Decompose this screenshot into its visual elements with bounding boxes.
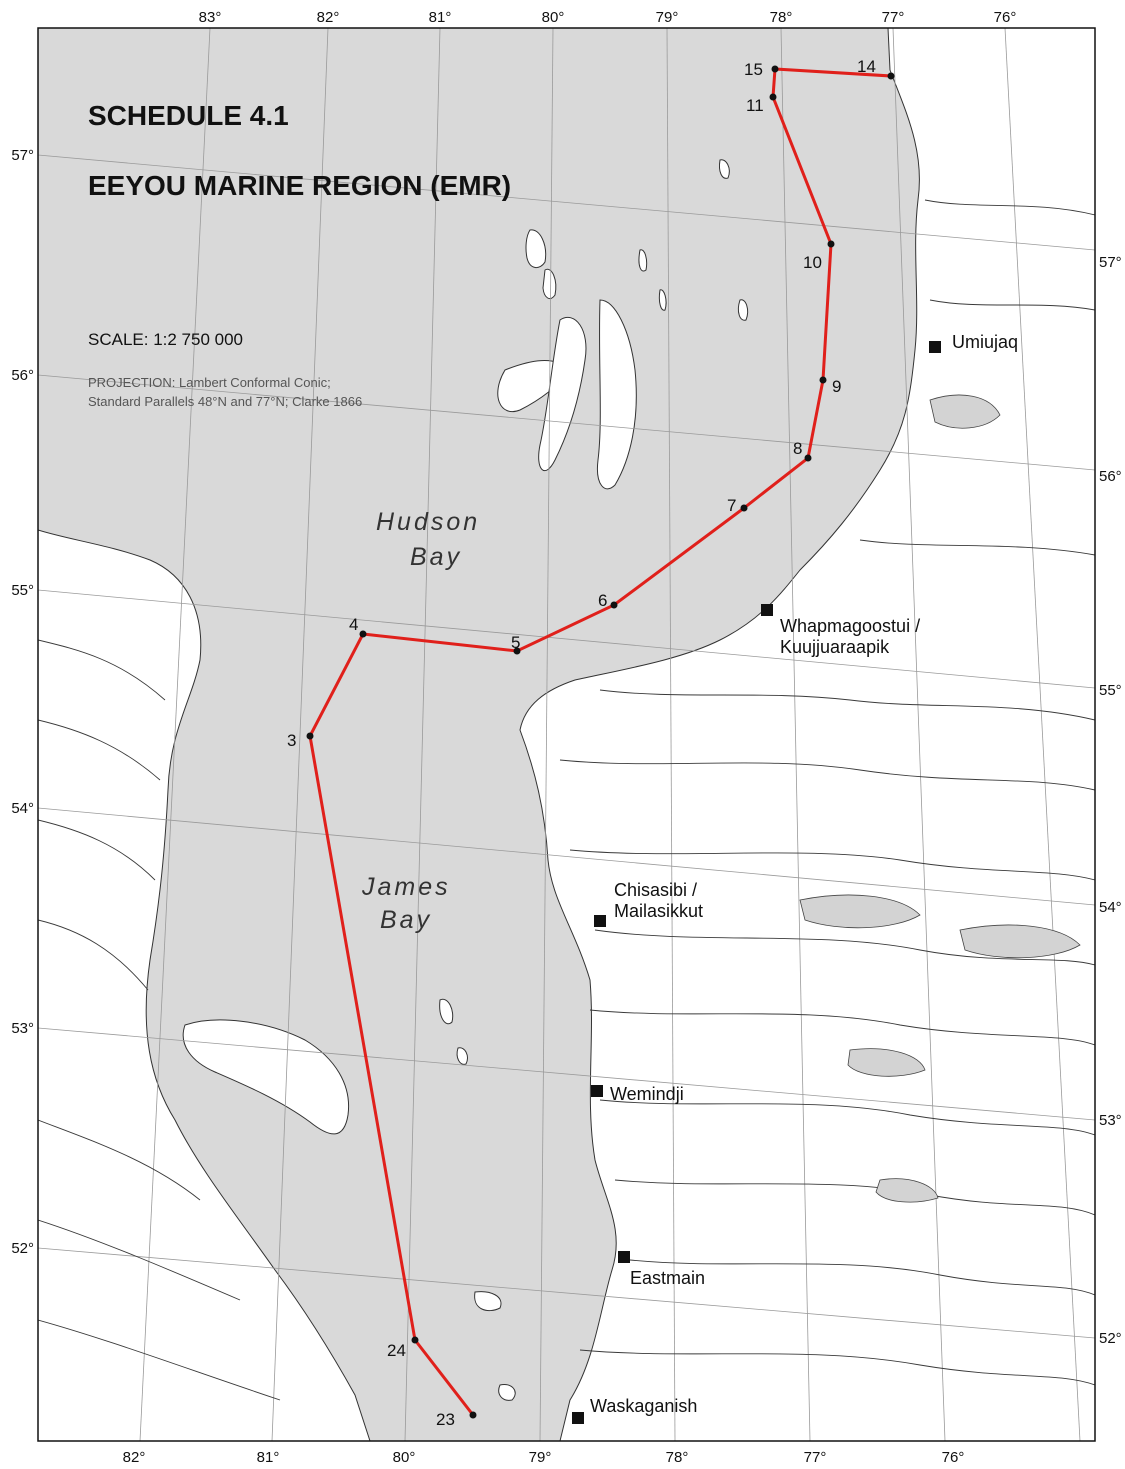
hudson-label: Hudson xyxy=(376,508,480,536)
boundary-point-14 xyxy=(887,72,895,80)
right-tick-2: 55° xyxy=(1099,682,1122,699)
boundary-point-11 xyxy=(769,93,777,101)
projection-line-1: PROJECTION: Lambert Conformal Conic; xyxy=(88,375,331,390)
community-label-waskaganish: Waskaganish xyxy=(590,1396,697,1416)
bottom-tick-0: 82° xyxy=(123,1449,146,1466)
community-marker-chisasibi xyxy=(594,915,606,927)
boundary-point-label-24: 24 xyxy=(387,1341,406,1360)
projection-line-2: Standard Parallels 48°N and 77°N; Clarke… xyxy=(88,394,362,409)
community-label-whapmagoostui: Whapmagoostui / xyxy=(780,616,920,636)
james-label: James xyxy=(361,873,451,901)
boundary-point-label-11: 11 xyxy=(746,96,764,115)
graticule xyxy=(38,28,1095,1441)
bottom-tick-6: 76° xyxy=(942,1449,965,1466)
top-tick-1: 82° xyxy=(317,9,340,26)
community-label-chisasibi-line2: Mailasikkut xyxy=(614,901,703,921)
community-label-whapmagoostui-line2: Kuujjuaraapik xyxy=(780,637,890,657)
top-tick-0: 83° xyxy=(199,9,222,26)
boundary-point-label-6: 6 xyxy=(598,591,607,610)
boundary-point-label-8: 8 xyxy=(793,439,802,458)
left-tick-0: 57° xyxy=(11,147,34,164)
boundary-point-8 xyxy=(804,454,812,462)
community-label-chisasibi: Chisasibi / xyxy=(614,880,697,900)
top-tick-4: 79° xyxy=(656,9,679,26)
bottom-tick-labels: 82° 81° 80° 79° 78° 77° 76° xyxy=(123,1449,965,1466)
bottom-tick-3: 79° xyxy=(529,1449,552,1466)
akimiski-island xyxy=(182,1019,350,1135)
bottom-tick-4: 78° xyxy=(666,1449,689,1466)
boundary-point-label-10: 10 xyxy=(803,253,822,272)
top-tick-labels: 83° 82° 81° 80° 79° 78° 77° 76° xyxy=(199,9,1017,26)
rivers xyxy=(38,199,1095,1401)
community-marker-waskaganish xyxy=(572,1412,584,1424)
boundary-point-label-3: 3 xyxy=(287,731,296,750)
james-bay-label: Bay xyxy=(380,906,432,934)
map-subtitle: EEYOU MARINE REGION (EMR) xyxy=(88,170,511,201)
boundary-point-4 xyxy=(359,630,367,638)
boundary-point-6 xyxy=(610,601,618,609)
right-tick-4: 53° xyxy=(1099,1112,1122,1129)
boundary-point-label-15: 15 xyxy=(744,60,763,79)
boundary-point-label-5: 5 xyxy=(511,633,520,652)
left-tick-1: 56° xyxy=(11,367,34,384)
left-tick-5: 52° xyxy=(11,1240,34,1257)
top-tick-7: 76° xyxy=(994,9,1017,26)
boundary-point-label-23: 23 xyxy=(436,1410,455,1429)
belcher-islands xyxy=(497,159,749,490)
boundary-point-5 xyxy=(513,647,521,655)
left-tick-3: 54° xyxy=(11,800,34,817)
boundary-point-15 xyxy=(771,65,779,73)
community-label-umiujaq: Umiujaq xyxy=(952,332,1018,352)
hudson-bay-label: Bay xyxy=(410,543,462,571)
boundary-point-label-4: 4 xyxy=(349,615,358,634)
right-tick-labels: 57° 56° 55° 54° 53° 52° xyxy=(1099,254,1122,1347)
left-tick-2: 55° xyxy=(11,582,34,599)
right-tick-3: 54° xyxy=(1099,899,1122,916)
community-marker-umiujaq xyxy=(929,341,941,353)
top-tick-2: 81° xyxy=(429,9,452,26)
right-tick-0: 57° xyxy=(1099,254,1122,271)
boundary-point-7 xyxy=(740,504,748,512)
community-marker-whapmagoostui xyxy=(761,604,773,616)
community-label-eastmain: Eastmain xyxy=(630,1268,705,1288)
map-frame xyxy=(37,27,1096,1442)
map-title: SCHEDULE 4.1 xyxy=(88,100,289,131)
boundary-point-24 xyxy=(411,1336,419,1344)
boundary-point-10 xyxy=(827,240,835,248)
boundary-point-label-9: 9 xyxy=(832,377,841,396)
boundary-point-3 xyxy=(306,732,314,740)
community-marker-wemindji xyxy=(591,1085,603,1097)
west-shore-land xyxy=(38,529,371,1441)
left-tick-labels: 57° 56° 55° 54° 53° 52° xyxy=(11,147,34,1257)
community-label-wemindji: Wemindji xyxy=(610,1084,684,1104)
right-tick-5: 52° xyxy=(1099,1330,1122,1347)
boundary-point-label-14: 14 xyxy=(857,57,876,76)
left-tick-4: 53° xyxy=(11,1020,34,1037)
boundary-point-23 xyxy=(469,1411,477,1419)
bottom-tick-5: 77° xyxy=(804,1449,827,1466)
bottom-tick-2: 80° xyxy=(393,1449,416,1466)
east-shore-land xyxy=(519,28,1095,1441)
right-tick-1: 56° xyxy=(1099,468,1122,485)
lakes xyxy=(799,394,1081,1203)
bottom-tick-1: 81° xyxy=(257,1449,280,1466)
boundary-point-label-7: 7 xyxy=(727,496,736,515)
boundary-point-9 xyxy=(819,376,827,384)
top-tick-3: 80° xyxy=(542,9,565,26)
emr-boundary xyxy=(306,65,895,1419)
scale-text: SCALE: 1:2 750 000 xyxy=(88,330,243,349)
top-tick-6: 77° xyxy=(882,9,905,26)
top-tick-5: 78° xyxy=(770,9,793,26)
james-bay-islands xyxy=(439,998,516,1401)
community-marker-eastmain xyxy=(618,1251,630,1263)
